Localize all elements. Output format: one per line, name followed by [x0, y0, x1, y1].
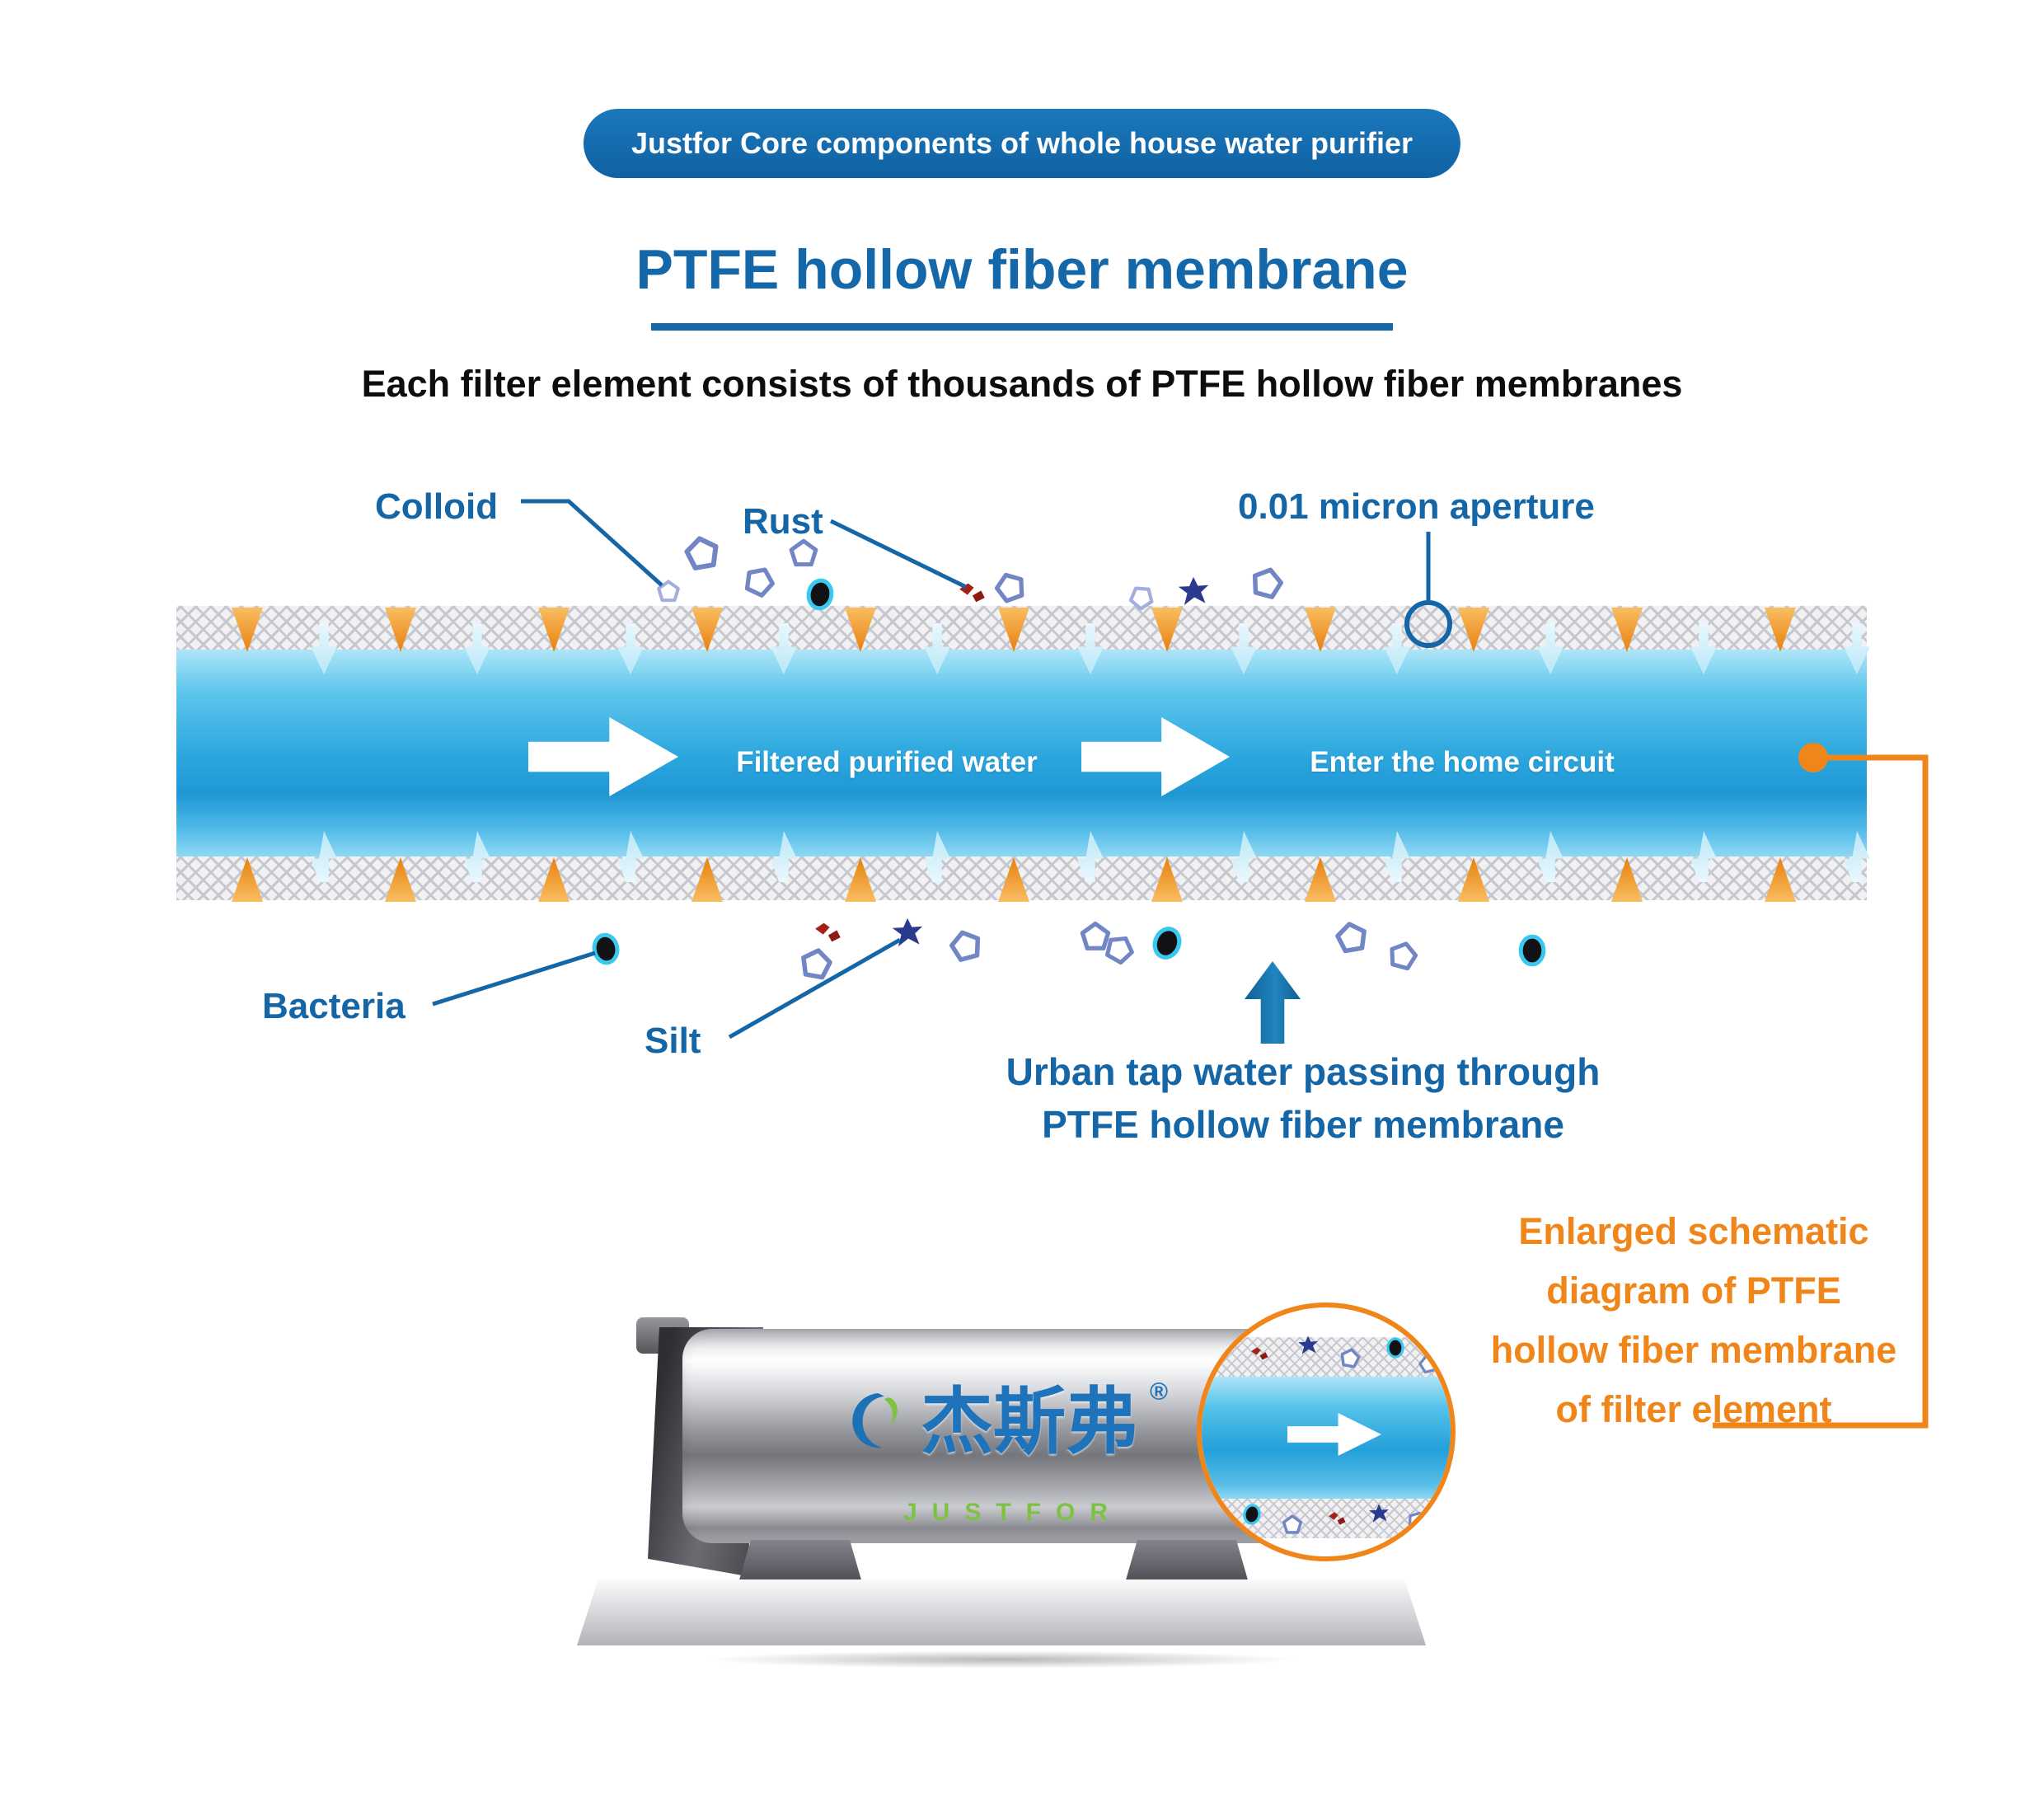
registered-trademark-symbol: ®: [1149, 1378, 1169, 1406]
silt-particle: [888, 915, 926, 953]
label-colloid: Colloid: [375, 486, 499, 527]
inset-caption: Enlarged schematic diagram of PTFE hollo…: [1479, 1202, 1908, 1439]
header-banner-text: Justfor Core components of whole house w…: [631, 126, 1413, 160]
tap-water-caption: Urban tap water passing through PTFE hol…: [973, 1045, 1633, 1151]
silt-particle: [1296, 1334, 1320, 1359]
rust-particle: [1325, 1507, 1348, 1530]
water-text-home-circuit: Enter the home circuit: [1310, 746, 1615, 778]
product-shadow: [593, 1647, 1409, 1672]
colloid-particle: [1097, 927, 1142, 973]
inset-membrane-top: [1202, 1337, 1451, 1377]
colloid-particle: [1245, 561, 1289, 606]
label-bacteria: Bacteria: [262, 986, 406, 1026]
rust-particle: [810, 915, 845, 950]
silt-particle: [1367, 1502, 1391, 1527]
colloid-particle: [1403, 1507, 1430, 1534]
bacteria-particle: [1238, 1500, 1267, 1529]
bacteria-particle: [798, 572, 842, 616]
bacteria-particle: [584, 927, 627, 970]
colloid-particle: [736, 559, 782, 605]
magnified-inset: [1197, 1303, 1456, 1561]
bacteria-particle: [1513, 932, 1551, 969]
colloid-particle: [1331, 918, 1373, 960]
brand-logo-icon: [843, 1389, 909, 1455]
colloid-particle: [1078, 920, 1113, 955]
colloid-leader-line: [521, 499, 663, 587]
title-underline: [651, 323, 1393, 331]
colloid-light-particle: [1122, 578, 1161, 617]
header-banner: Justfor Core components of whole house w…: [583, 109, 1461, 178]
colloid-light-particle: [655, 579, 682, 605]
brand-logo-row: 杰斯弗 ®: [775, 1377, 1236, 1467]
brand-name-chinese: 杰斯弗: [920, 1381, 1138, 1462]
water-channel: [176, 650, 1867, 857]
brand-name-english: JUSTFOR: [902, 1499, 1123, 1526]
label-silt: Silt: [645, 1021, 701, 1061]
silt-particle: [1174, 574, 1212, 612]
colloid-particle: [988, 566, 1033, 610]
subtitle: Each filter element consists of thousand…: [361, 363, 1683, 405]
colloid-particle: [679, 531, 725, 577]
colloid-particle: [944, 924, 988, 969]
colloid-particle: [795, 944, 837, 986]
colloid-particle: [787, 537, 820, 570]
water-text-filtered: Filtered purified water: [736, 746, 1038, 778]
tap-water-up-arrow: [1245, 961, 1301, 1044]
colloid-particle: [1383, 936, 1423, 977]
product-base-plate: [577, 1579, 1426, 1645]
product-clamp-right: [1125, 1540, 1249, 1583]
label-aperture: 0.01 micron aperture: [1238, 486, 1595, 527]
inset-caption-line2: diagram of PTFE: [1546, 1270, 1841, 1312]
colloid-particle: [1281, 1514, 1304, 1537]
bacteria-leader-line: [432, 950, 596, 1007]
rust-particle: [954, 575, 989, 610]
rust-leader-line: [829, 519, 968, 589]
product-clamp-left: [738, 1540, 862, 1583]
inset-caption-line3: hollow fiber membrane: [1490, 1329, 1897, 1371]
tap-water-caption-line2: PTFE hollow fiber membrane: [1042, 1103, 1564, 1146]
tap-water-caption-line1: Urban tap water passing through: [1006, 1050, 1601, 1093]
label-rust: Rust: [743, 501, 823, 542]
colloid-particle: [1337, 1345, 1363, 1372]
inset-membrane-bottom: [1202, 1499, 1451, 1538]
inset-caption-line4: of filter element: [1555, 1388, 1832, 1430]
bacteria-particle: [1142, 918, 1193, 969]
rust-particle: [1248, 1342, 1271, 1365]
inset-caption-line1: Enlarged schematic: [1518, 1210, 1869, 1252]
bacteria-particle: [1383, 1335, 1408, 1360]
colloid-particle: [1415, 1351, 1442, 1378]
page-title: PTFE hollow fiber membrane: [635, 238, 1409, 301]
